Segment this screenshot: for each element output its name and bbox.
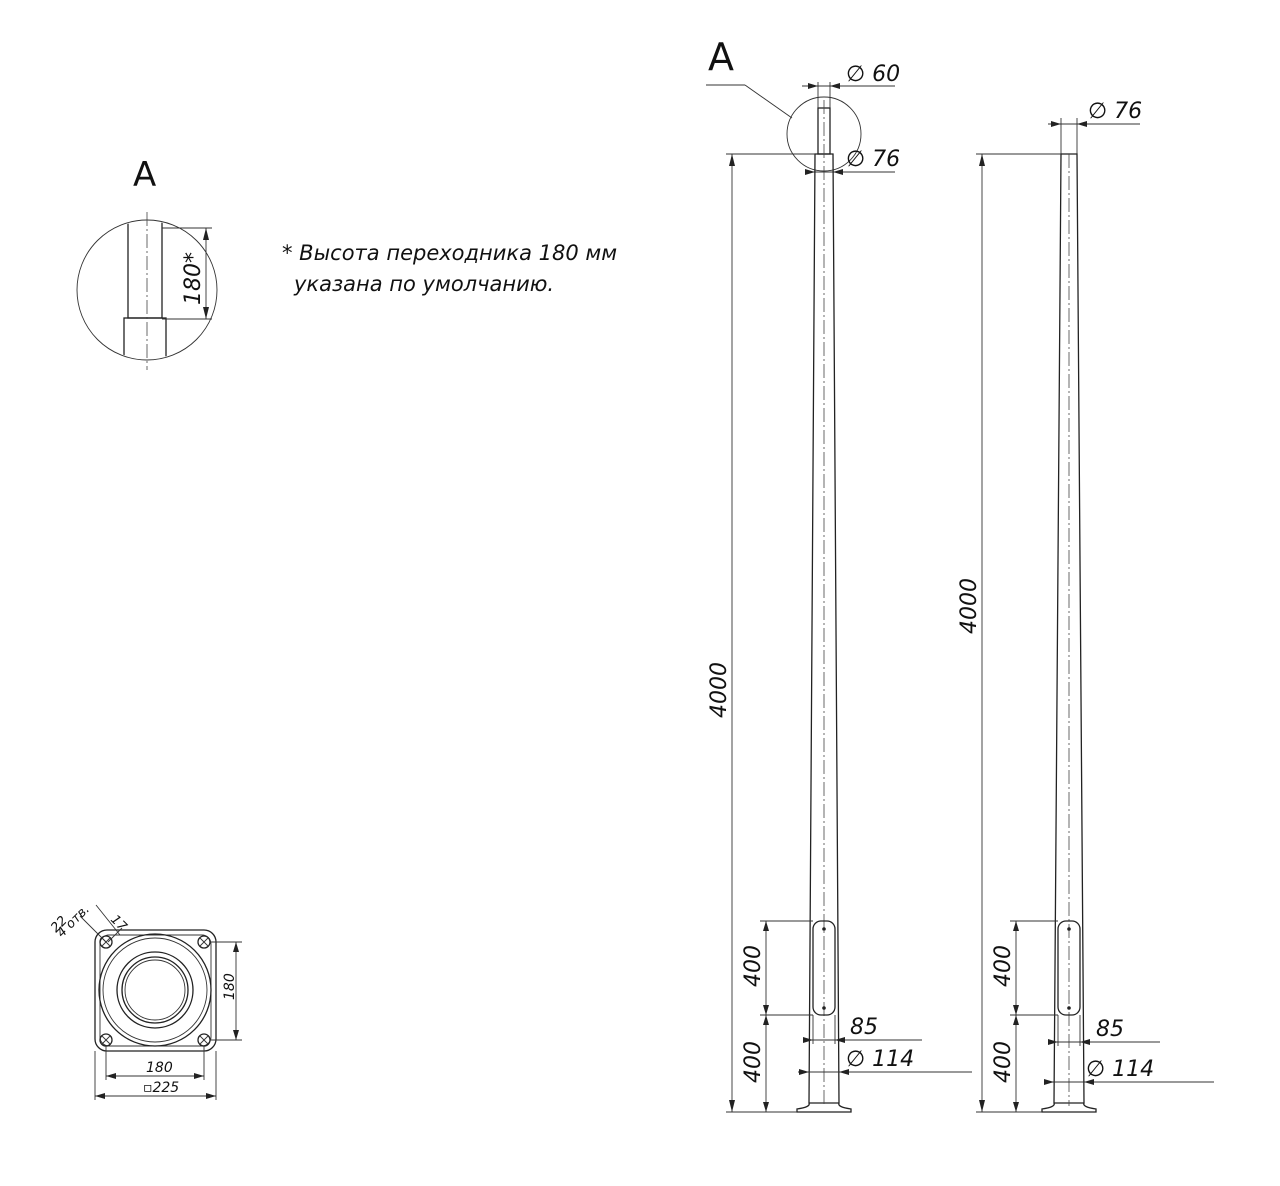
detail-view-letter: A	[133, 155, 156, 195]
mounting-hole	[99, 1033, 113, 1047]
detail-adapter-tube	[123, 221, 167, 359]
detail-view-a: A 180*	[76, 155, 218, 370]
service-hatch	[812, 920, 836, 1016]
note-line-1: * Высота переходника 180 мм	[282, 241, 617, 265]
adapter-diameter-label: ∅ 60	[846, 62, 900, 87]
hatch-width-label: 85	[850, 1015, 878, 1040]
pole-tube-outer	[116, 951, 194, 1029]
mounting-hole	[197, 1033, 211, 1047]
pole-plain: ∅ 76 4000 400 400 85	[957, 99, 1214, 1113]
base-diameter-label: ∅ 114	[846, 1047, 914, 1072]
hatch-height-label: 400	[741, 945, 766, 987]
height-label: 4000	[707, 662, 732, 718]
plain-top-diameter-label: ∅ 76	[1088, 99, 1142, 124]
callout-letter: A	[708, 35, 734, 79]
base-plate-outline	[94, 929, 217, 1052]
note-line-2: указана по умолчанию.	[293, 272, 554, 296]
plain-hatch-height-label: 400	[991, 945, 1016, 987]
top-diameter-label: ∅ 76	[846, 147, 900, 172]
plain-hatch-width-label: 85	[1096, 1017, 1124, 1042]
pole-with-adapter: A ∅ 60 ∅ 76 4000	[706, 35, 972, 1113]
plain-base-diameter-label: ∅ 114	[1086, 1057, 1154, 1082]
callout-leader	[744, 84, 793, 119]
adapter-height-label: 180*	[181, 252, 206, 305]
plain-pole-flange	[1041, 1102, 1097, 1113]
plate-size-label: ▫225	[143, 1080, 179, 1096]
pole-flange	[796, 1102, 852, 1113]
hole-spacing-vertical-label: 180	[222, 973, 238, 1000]
pole-tube-inner	[121, 956, 189, 1024]
hole-spacing-horizontal-label: 180	[146, 1060, 173, 1076]
gap-label: 17	[107, 912, 130, 935]
mounting-hole	[197, 935, 211, 949]
note: * Высота переходника 180 мм указана по у…	[282, 241, 617, 296]
plain-service-hatch	[1057, 920, 1081, 1016]
plain-height-label: 4000	[957, 578, 982, 634]
base-plate-view: 22 4 отв. 17 180 180 ▫225	[48, 902, 242, 1100]
plain-hatch-offset-label: 400	[991, 1041, 1016, 1083]
hatch-offset-label: 400	[741, 1041, 766, 1083]
flange-circle	[98, 933, 212, 1047]
